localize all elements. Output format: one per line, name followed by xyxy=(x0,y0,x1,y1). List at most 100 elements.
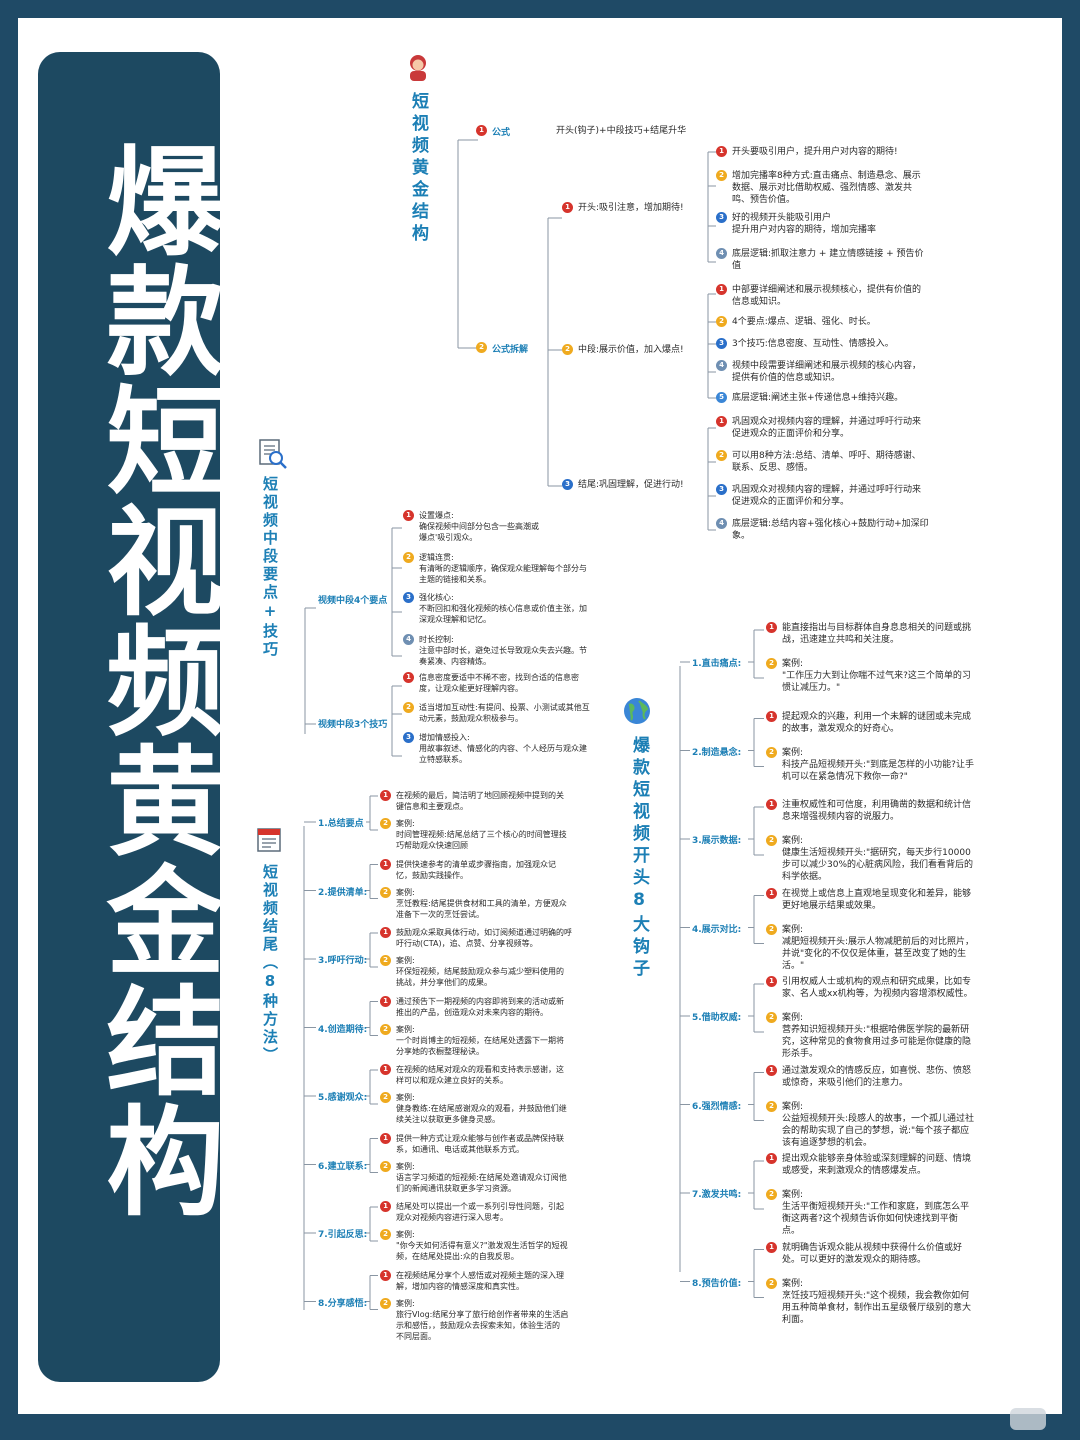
hook-label: 5.借助权威: xyxy=(692,1013,742,1023)
ending-method-label: 1.总结要点 xyxy=(318,819,364,829)
hook-connector xyxy=(680,629,764,679)
hook-label: 4.展示对比: xyxy=(692,924,742,935)
main-title: 爆款短视频黄金结构 xyxy=(86,140,224,1220)
formula-text: 开头(钩子)+中段技巧+结尾升华 xyxy=(556,126,687,136)
ending-method-connector xyxy=(304,1206,378,1242)
ending-method-connector xyxy=(304,795,378,831)
hook-connector xyxy=(680,718,764,767)
ending-method-label: 8.分享感悟: xyxy=(318,1298,368,1309)
ending-method-connector xyxy=(304,1069,378,1105)
map4-title: 爆款短视频开头8大钩子 xyxy=(629,736,649,981)
ending-method-label: 5.感谢观众: xyxy=(318,1093,368,1103)
tips-label: 视频中段3个技巧 xyxy=(318,720,388,730)
breakdown-label: 公式拆解 xyxy=(492,345,529,355)
ending-method-label: 6.建立联系: xyxy=(318,1161,368,1172)
watermark-badge xyxy=(1010,1408,1046,1430)
ending-method-connector xyxy=(304,864,378,899)
title-panel: 爆款短视频黄金结构 xyxy=(38,52,224,1382)
map1-title: 短视频黄金结构 xyxy=(408,92,428,246)
ending-method-connector xyxy=(304,1275,378,1310)
news-icon xyxy=(256,826,284,858)
person-icon xyxy=(405,54,431,86)
document-search-icon xyxy=(258,438,288,474)
ending-method-label: 2.提供清单: xyxy=(318,887,368,898)
globe-icon xyxy=(622,696,652,730)
hook-label: 3.展示数据: xyxy=(692,836,742,846)
ending-method-label: 3.呼吁行动: xyxy=(318,956,368,966)
ending-method-label: 4.创造期待: xyxy=(318,1024,368,1035)
ending-method-connector xyxy=(304,1138,378,1173)
map3-title: 短视频结尾（8种方法） xyxy=(261,864,279,1065)
formula-label: 公式 xyxy=(492,128,511,138)
hook-connector xyxy=(680,983,764,1033)
points-label: 视频中段4个要点 xyxy=(318,596,388,606)
hook-connector xyxy=(680,895,764,944)
ending-method-connector xyxy=(304,1001,378,1036)
hook-label: 6.强烈情感: xyxy=(692,1101,742,1112)
ending-method-label: 7.引起反思: xyxy=(318,1230,368,1240)
hook-label: 1.直击痛点: xyxy=(692,659,742,669)
map2-title: 短视频中段要点+技巧 xyxy=(261,476,279,659)
hook-label: 2.制造悬念: xyxy=(692,747,742,758)
hook-connector xyxy=(680,1249,764,1298)
hook-connector xyxy=(680,1160,764,1210)
hook-label: 7.激发共鸣: xyxy=(692,1190,742,1200)
